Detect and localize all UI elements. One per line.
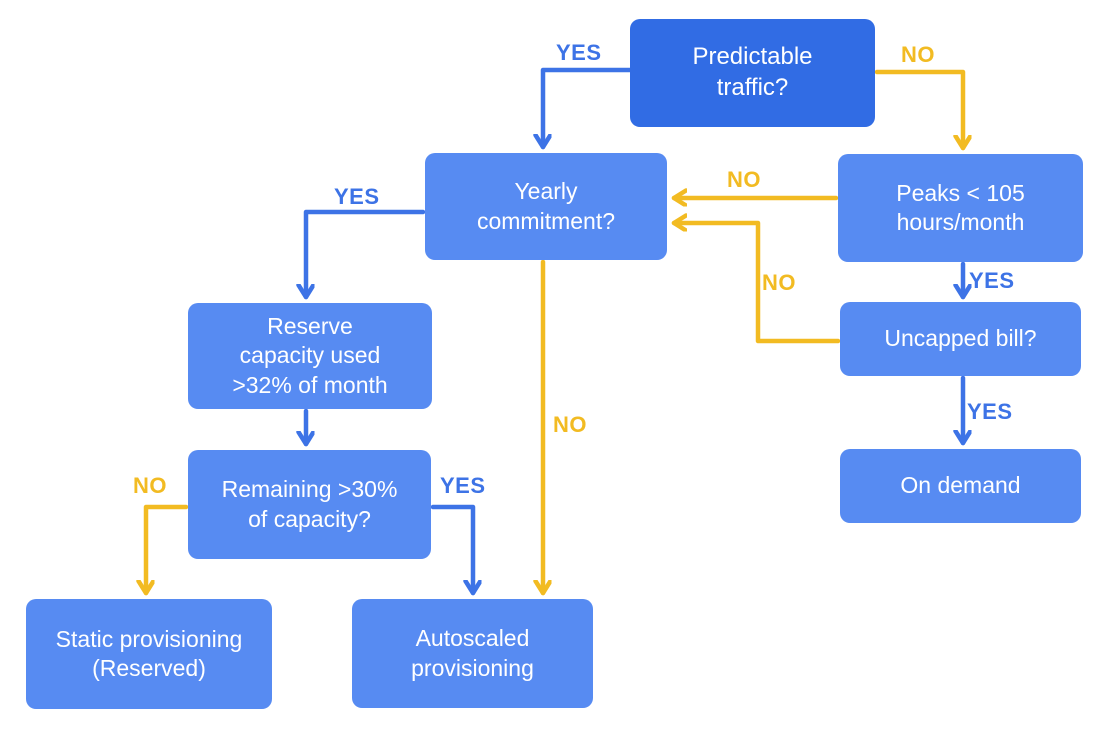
node-autoscaled-provisioning-label: Autoscaled provisioning	[411, 625, 534, 681]
edge-yearly-yes-line	[306, 209, 426, 300]
node-peaks-hours: Peaks < 105 hours/month	[838, 154, 1083, 262]
node-predictable-traffic: Predictable traffic?	[630, 19, 875, 127]
edge-label-peaks-yes: YES	[969, 268, 1015, 293]
edge-label-peaks-no: NO	[727, 167, 761, 192]
node-yearly-commitment-label: Yearly commitment?	[476, 178, 616, 234]
edge-label-uncapped-yes: YES	[967, 399, 1013, 424]
node-yearly-commitment: Yearly commitment?	[425, 153, 667, 260]
node-reserve-capacity: Reserve capacity used >32% of month	[188, 303, 432, 409]
edge-predictable-no-line	[874, 69, 963, 151]
edge-label-yearly-no: NO	[553, 412, 587, 437]
edge-label-remaining-no: NO	[133, 473, 167, 498]
node-uncapped-bill-label: Uncapped bill?	[884, 325, 1037, 352]
edge-remaining-no-line	[146, 504, 189, 596]
node-uncapped-bill: Uncapped bill?	[840, 302, 1081, 376]
edge-predictable-yes-line	[543, 67, 635, 150]
node-on-demand: On demand	[840, 449, 1081, 523]
edge-label-predictable-yes: YES	[556, 40, 602, 65]
node-remaining-capacity-label: Remaining >30% of capacity?	[221, 476, 398, 532]
edge-label-uncapped-no: NO	[762, 270, 796, 295]
edge-uncapped-no-line	[671, 223, 841, 344]
node-peaks-hours-label: Peaks < 105 hours/month	[896, 179, 1025, 235]
edge-label-predictable-no: NO	[901, 42, 935, 67]
node-remaining-capacity: Remaining >30% of capacity?	[188, 450, 431, 559]
node-on-demand-label: On demand	[900, 472, 1021, 499]
edge-label-yearly-yes: YES	[334, 184, 380, 209]
edge-label-remaining-yes: YES	[440, 473, 486, 498]
node-reserve-capacity-label: Reserve capacity used >32% of month	[232, 312, 388, 398]
node-static-provisioning: Static provisioning (Reserved)	[26, 599, 272, 709]
node-autoscaled-provisioning: Autoscaled provisioning	[352, 599, 593, 708]
node-static-provisioning-label: Static provisioning (Reserved)	[55, 625, 243, 681]
edge-remaining-yes-line	[430, 504, 473, 596]
node-predictable-traffic-label: Predictable traffic?	[692, 43, 813, 101]
